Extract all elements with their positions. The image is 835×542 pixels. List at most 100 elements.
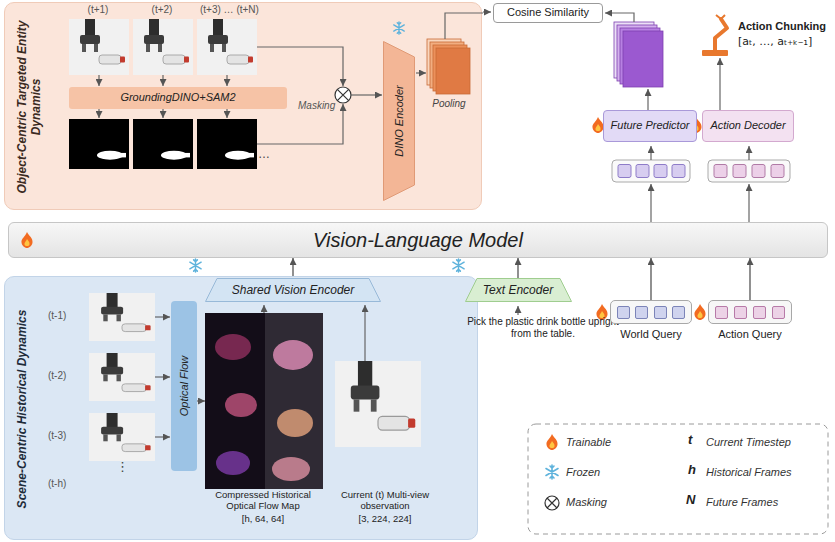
trapezoid-shape [206, 279, 381, 302]
legend-symbol: N [686, 493, 695, 508]
operation-label: Masking [298, 100, 335, 112]
node-text: Action Query [695, 328, 805, 341]
flow-arrow [605, 13, 634, 22]
flow-arrow [719, 58, 720, 110]
legend-sample [545, 496, 559, 510]
output-title: Action Chunking [738, 20, 826, 33]
flow-arrow [483, 11, 491, 12]
process-box: Action Decoder [702, 110, 794, 142]
flow-arrow [155, 316, 170, 317]
node-text: Shared Vision Encoder [228, 283, 359, 297]
frame-label: (t-1) [48, 310, 66, 322]
token-row [612, 160, 690, 182]
current-frame [335, 361, 421, 447]
frame-label: (t-3) [48, 430, 66, 442]
flow-arrow [226, 75, 227, 86]
query-token [715, 306, 728, 319]
flow-arrow [517, 306, 518, 315]
node-text: Cosine Similarity [503, 6, 593, 19]
history-frame [89, 353, 155, 401]
model-band: Vision-Language Model [8, 222, 828, 258]
token [654, 165, 667, 178]
legend-text: Current Timestep [706, 436, 791, 448]
flow-arrow [416, 72, 426, 73]
flow-blob [216, 451, 250, 475]
query-token [672, 306, 685, 319]
connector-arrow [517, 258, 518, 278]
connector-arrow [749, 258, 750, 300]
flow-arrow [162, 75, 163, 86]
query-token [772, 306, 785, 319]
flow-arrow [98, 75, 99, 86]
process-box: Cosine Similarity [493, 3, 603, 23]
flow-map [205, 313, 323, 489]
token [618, 165, 631, 178]
token-row [709, 301, 791, 323]
token [733, 165, 746, 178]
frame-label: (t-2) [48, 370, 66, 382]
flow-arrow [748, 184, 749, 222]
node-text: Scene-Centric Historical Dynamics [15, 287, 29, 531]
flow-arrow [197, 400, 205, 401]
legend-text: Future Frames [706, 496, 778, 508]
object-mask [197, 119, 257, 169]
flow-arrow [748, 146, 749, 160]
node-text: Future Predictor [607, 119, 694, 132]
output-formula: [aₜ, …, aₜ₊ₖ₋₁] [738, 36, 812, 49]
flow-arrow [364, 305, 365, 361]
node-text: Vision-Language Model [309, 228, 527, 252]
flow-arrow [226, 109, 227, 118]
flow-arrow [445, 13, 483, 39]
history-frame [89, 413, 155, 461]
flow-arrow [155, 376, 170, 377]
flow-arrow [162, 109, 163, 118]
image-caption: Current (t) Multi-view observation [330, 490, 440, 512]
frame-label: (t+3) … (t+N) [200, 4, 259, 16]
query-token [734, 306, 747, 319]
robot-arm-icon [715, 19, 727, 50]
flow-map-shade [265, 313, 323, 489]
node-text: Text Encoder [479, 283, 557, 297]
legend-frame [528, 424, 828, 534]
trainable-icon [21, 232, 32, 248]
frame-label: (t+1) [68, 4, 128, 16]
encoder-trapezoid: DINO Encoder [383, 41, 415, 201]
feature-map [623, 31, 663, 87]
connector-arrow [292, 258, 293, 278]
flow-arrow [647, 89, 648, 110]
node-text: Object-Centric Targeted Entity Dynamics [15, 13, 44, 201]
query-tokens: World Query [610, 300, 692, 324]
trainable-icon [21, 232, 33, 248]
object-mask [133, 119, 193, 169]
dimension-label: [h, 64, 64] [200, 514, 326, 525]
object-mask [69, 119, 129, 169]
process-box: Future Predictor [603, 110, 697, 142]
node-text: Optical Flow [178, 307, 191, 465]
operation-label: Pooling [424, 98, 474, 110]
ellipsis-mark: … [258, 148, 270, 162]
node-text: GroundingDINO+SAM2 [116, 91, 239, 104]
legend-text: Historical Frames [706, 466, 792, 478]
flow-arrow [98, 109, 99, 118]
query-token [654, 306, 667, 319]
trainable-icon [694, 304, 705, 320]
legend-text: Trainable [566, 436, 611, 448]
query-token [753, 306, 766, 319]
legend-text: Frozen [566, 466, 600, 478]
future-frame [197, 19, 257, 75]
image-caption: Compressed Historical Optical Flow Map [200, 490, 326, 512]
trapezoid-shape [384, 42, 415, 201]
frame-label: (t-h) [48, 478, 66, 490]
trapezoid-shape [465, 279, 571, 302]
query-token [635, 306, 648, 319]
encoder-trapezoid: Text Encoder [465, 278, 572, 302]
token [771, 165, 784, 178]
token [714, 165, 727, 178]
flow-band: Optical Flow [171, 301, 197, 471]
frozen-icon [394, 22, 405, 34]
connector-arrow [650, 258, 651, 300]
legend-sample [546, 465, 558, 479]
masking-symbol [335, 87, 351, 103]
frame-label: (t+2) [132, 4, 192, 16]
node-text: World Query [597, 328, 705, 341]
